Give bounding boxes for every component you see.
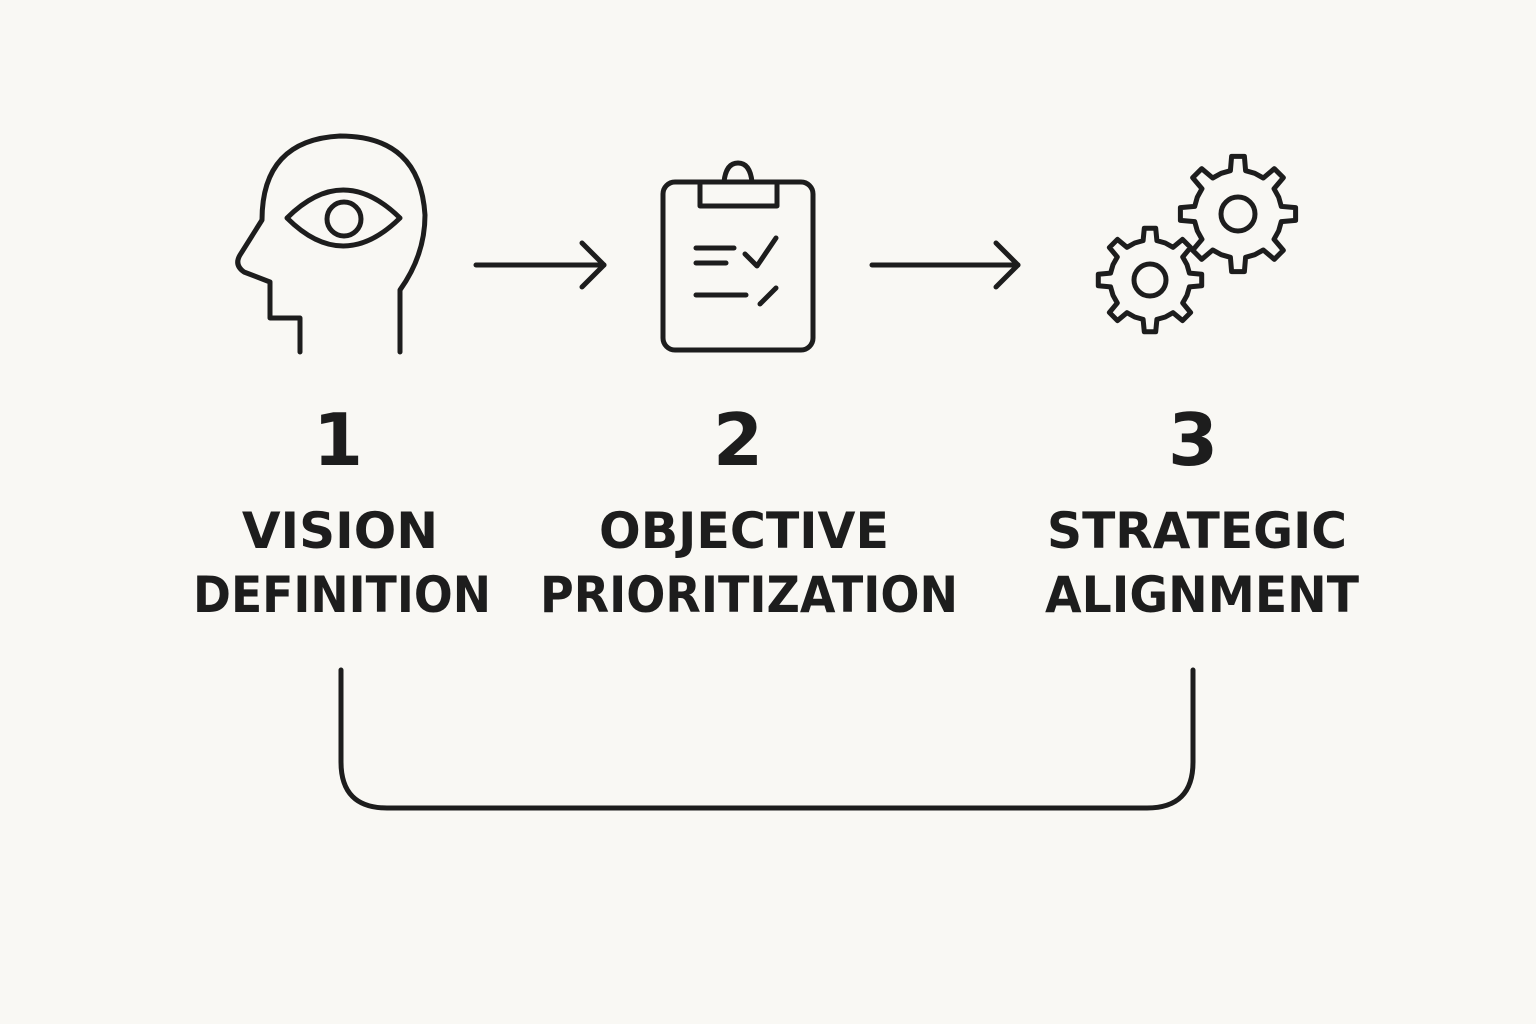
head-eye-icon xyxy=(235,133,428,355)
gear-large-hub xyxy=(1218,194,1258,234)
eye-outline xyxy=(284,187,403,249)
head-outline xyxy=(235,133,428,355)
feedback-loop-bracket xyxy=(338,667,1196,811)
clipboard-checklist-icon xyxy=(660,160,816,353)
gear-small-hub xyxy=(1131,261,1169,299)
step-title-1-line-2: DEFINITION xyxy=(193,566,491,624)
step-title-2-line-2: PRIORITIZATION xyxy=(540,566,958,624)
check-stroke xyxy=(757,285,779,307)
step-number-1: 1 xyxy=(313,398,363,482)
gear-small xyxy=(1095,225,1205,335)
arrow-right-icon xyxy=(869,240,1021,290)
arrow-right-icon xyxy=(473,240,607,290)
gear-large xyxy=(1177,153,1299,275)
eye-pupil xyxy=(324,199,364,239)
step-title-2-line-1: OBJECTIVE xyxy=(599,502,889,560)
step-number-3: 3 xyxy=(1168,398,1218,482)
step-title-3-line-2: ALIGNMENT xyxy=(1045,566,1359,624)
check-mark xyxy=(742,235,779,269)
step-number-2: 2 xyxy=(713,398,763,482)
step-title-1-line-1: VISION xyxy=(242,502,438,560)
gears-icon xyxy=(1095,153,1299,335)
step-title-3-line-1: STRATEGIC xyxy=(1047,502,1347,560)
clipboard-clip xyxy=(697,160,780,209)
clipboard-board xyxy=(660,179,816,353)
